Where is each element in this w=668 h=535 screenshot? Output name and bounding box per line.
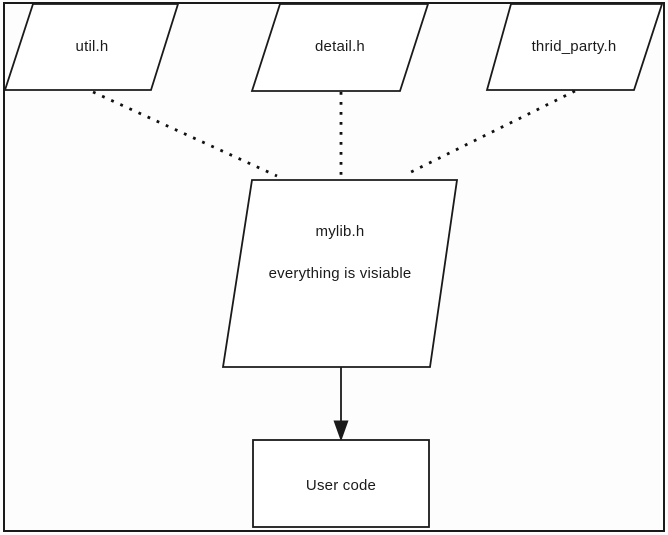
edge-third-party-mylib	[404, 89, 576, 177]
node-mylib-sublabel: everything is visiable	[268, 265, 412, 282]
node-mylib-label: mylib.h	[315, 223, 365, 240]
node-detail-label: detail.h	[315, 38, 365, 55]
node-third-party-shape	[485, 3, 664, 91]
node-detail-shape	[250, 3, 430, 92]
node-mylib-shape	[221, 179, 459, 368]
node-util-label: util.h	[75, 38, 109, 55]
arrowhead-icon	[333, 420, 349, 442]
page-border	[3, 2, 665, 532]
node-user-code-shape	[252, 439, 430, 528]
node-util-shape	[3, 3, 180, 91]
node-user-code-label: User code	[305, 477, 377, 494]
node-third-party-label: thrid_party.h	[531, 38, 617, 55]
edge-util-mylib	[92, 90, 278, 178]
